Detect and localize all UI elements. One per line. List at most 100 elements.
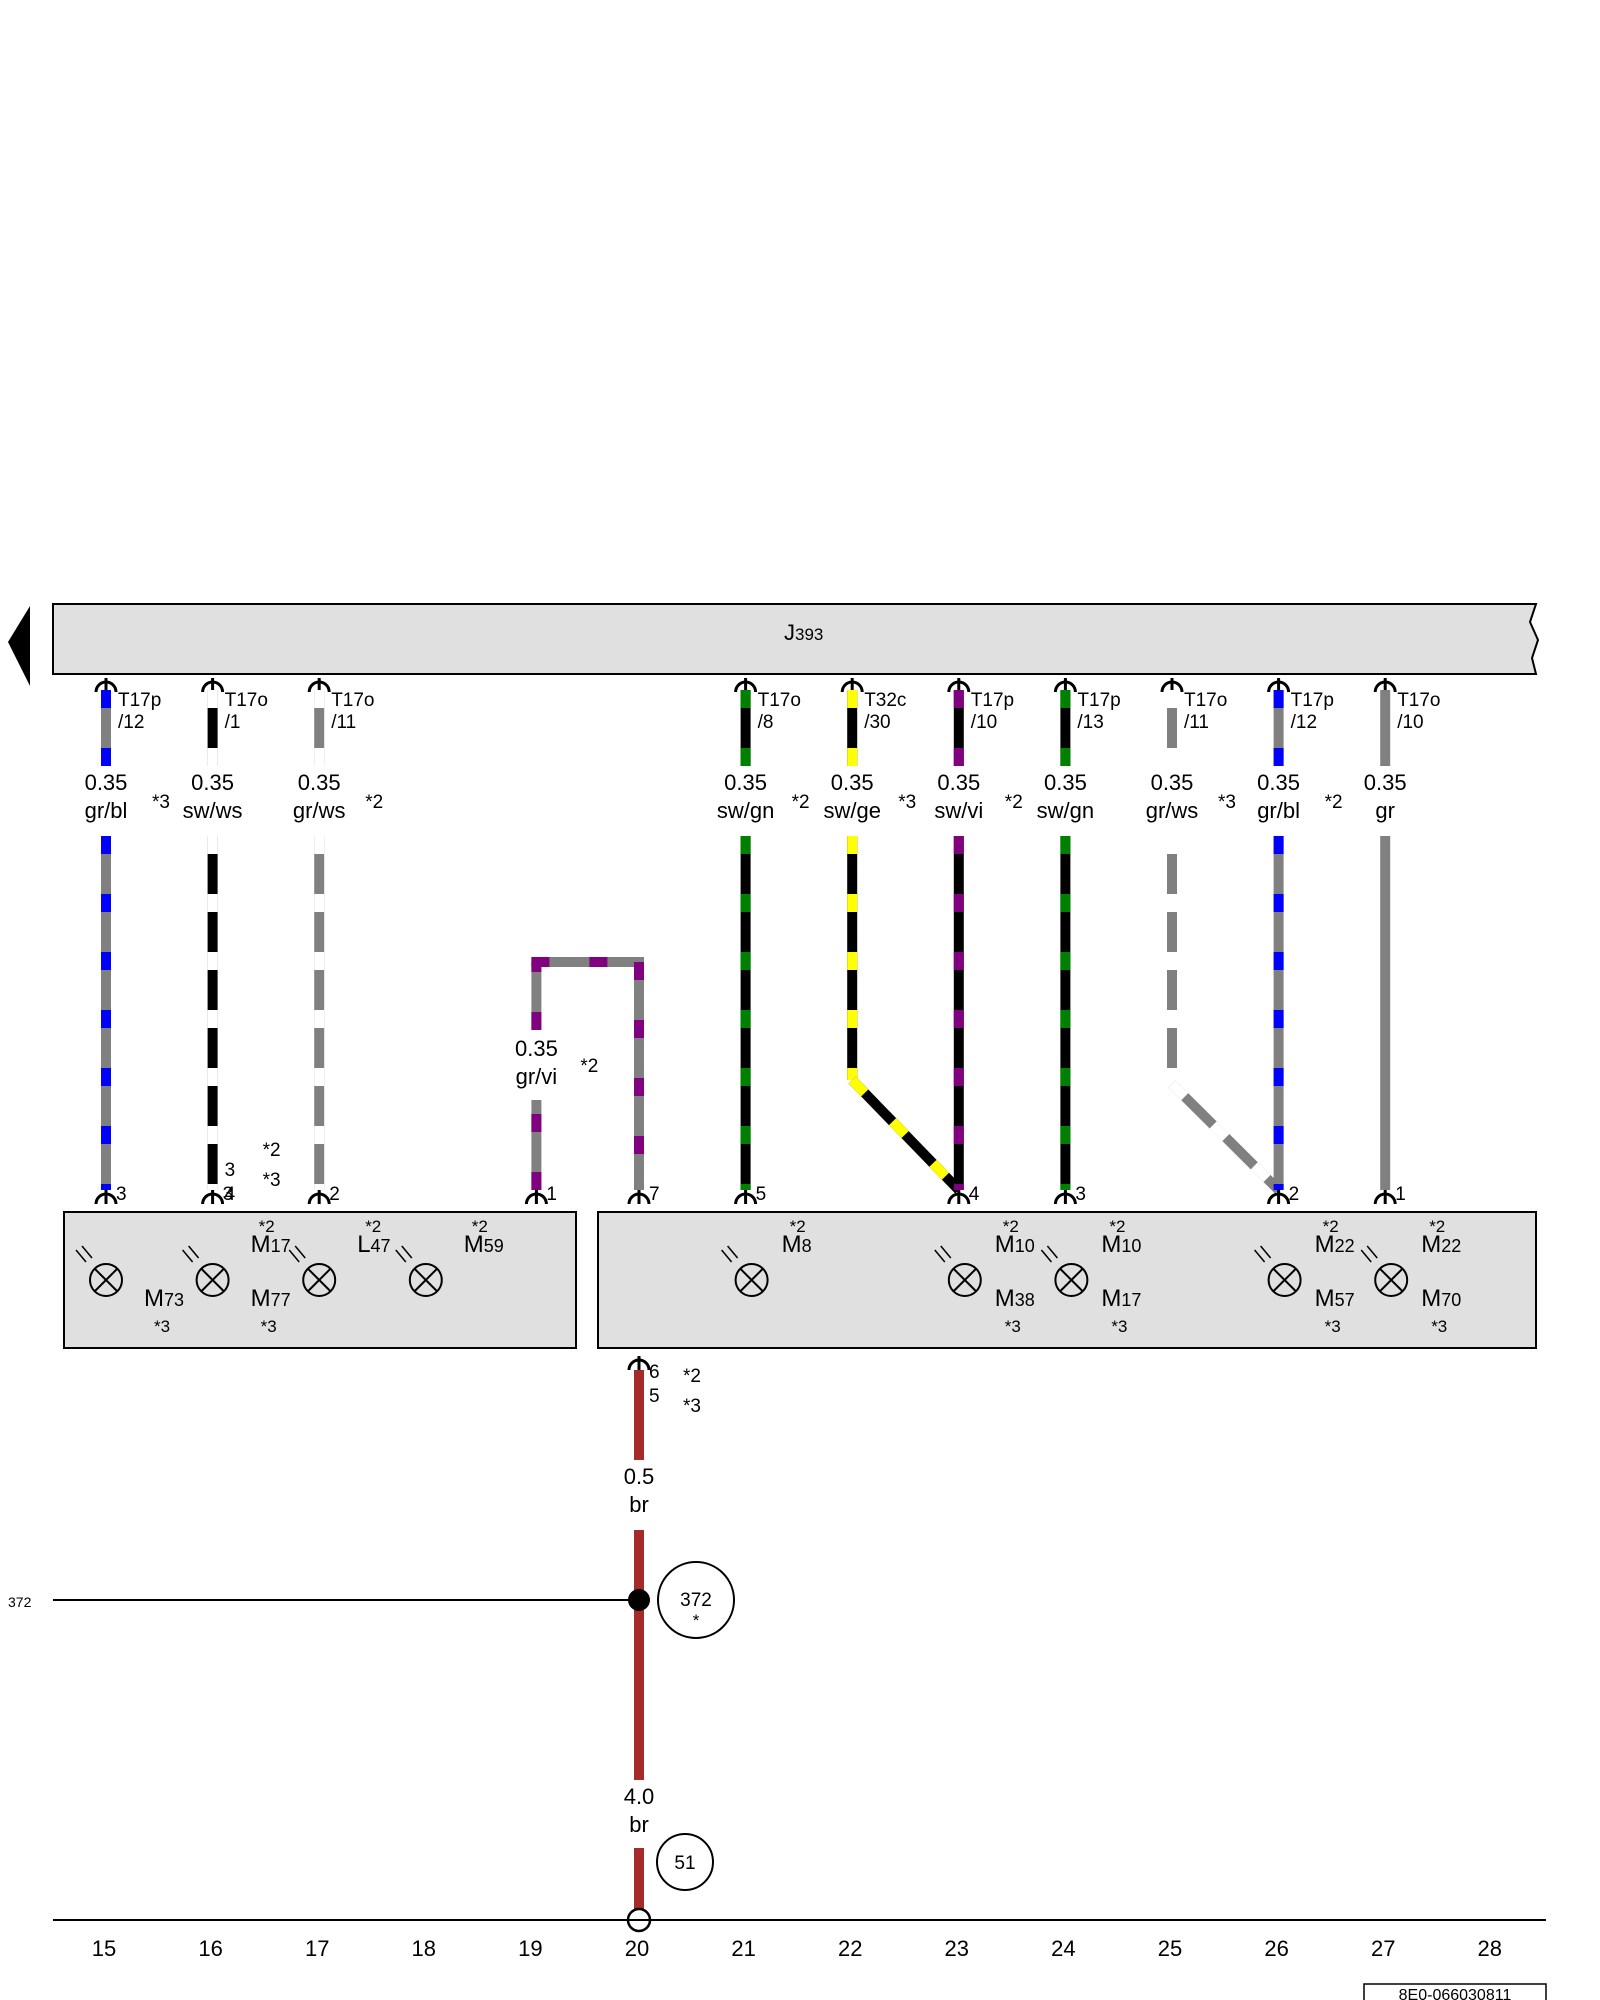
bulb-label: M22*2 (1421, 1217, 1461, 1258)
ground-pin-a: 6 (649, 1362, 660, 1383)
connector-icon (1053, 678, 1077, 693)
bulb-cross-b (1059, 1268, 1084, 1292)
wire-color-code: sw/vi (934, 798, 983, 823)
bulb-footnote-below: *3 (1005, 1317, 1021, 1336)
bulb-number: 8 (802, 1236, 812, 1256)
wire-size: 0.35 (298, 770, 341, 795)
column-number: 21 (731, 1936, 755, 1961)
column-number: 28 (1478, 1936, 1502, 1961)
connector-icon (307, 678, 331, 693)
bulb-number: 59 (484, 1236, 504, 1256)
bottom-pin: 1 (1395, 1184, 1406, 1205)
bulb-cross-b (739, 1268, 764, 1292)
bulb-designation: M10 (1101, 1231, 1141, 1258)
connector-id: T17o (225, 690, 268, 711)
bulb-ring (195, 1263, 230, 1297)
wire-color-code: sw/ws (183, 798, 243, 823)
control-unit-box (52, 603, 1540, 675)
bulb-number: 10 (1015, 1236, 1035, 1256)
connector-icon (627, 1356, 651, 1371)
column-number: 15 (92, 1936, 116, 1961)
bulb-letter: L (357, 1231, 370, 1258)
connector-icon (524, 1190, 548, 1205)
bulb-designation: M57 (1315, 1285, 1355, 1312)
bulb-ring (1374, 1263, 1409, 1297)
bulb-letter: M (251, 1285, 271, 1312)
bulb-footnote-above: *2 (365, 1217, 381, 1236)
bulb-letter: M (251, 1231, 271, 1258)
bulb-footnote-above: *2 (1003, 1217, 1019, 1236)
connector-icon (947, 678, 971, 693)
bottom-pin: 3 (116, 1184, 127, 1205)
left-reference: 372 (8, 1594, 32, 1610)
bulb-label: M17*2 (251, 1217, 291, 1258)
wire-size: 0.35 (831, 770, 874, 795)
connector-pin: /30 (864, 712, 890, 733)
wire-tracer (848, 1076, 963, 1194)
bulb-footnote-above: *2 (472, 1217, 488, 1236)
wires: T17p/120.35gr/bl*33T17o/10.35sw/ws334*2*… (85, 678, 1441, 1205)
bulb-ray-a (288, 1249, 300, 1263)
bulb-cross-b (414, 1268, 438, 1292)
bulb-designation: M38 (995, 1285, 1035, 1312)
column-number: 18 (412, 1936, 436, 1961)
bulb-icon (1040, 1245, 1089, 1297)
bulb-icon (395, 1245, 443, 1297)
bulb-cross-b (200, 1268, 225, 1292)
bulb-designation: M70 (1421, 1285, 1461, 1312)
column-number: 23 (945, 1936, 969, 1961)
bulb-letter: M (1315, 1285, 1335, 1312)
wire-size: 0.35 (937, 770, 980, 795)
connector-icon (1267, 1190, 1291, 1205)
bulb-number: 17 (1121, 1290, 1141, 1310)
connector-icon (307, 1190, 331, 1205)
bottom-footnote-b: *3 (263, 1170, 281, 1191)
bulb-ring (947, 1263, 982, 1297)
bulb-ray-a (721, 1249, 733, 1263)
control-unit-j393: J393 (8, 603, 1540, 686)
bulb-number: 22 (1441, 1236, 1461, 1256)
connector-icon (1373, 678, 1397, 693)
lamp-box-right (597, 1211, 1537, 1349)
bulb-footnote-below: *3 (1111, 1317, 1127, 1336)
wire-footnote: *3 (152, 792, 170, 813)
bottom-pin: 2 (1289, 1184, 1300, 1205)
column-number: 16 (198, 1936, 222, 1961)
bulb-ray-a (1040, 1249, 1052, 1263)
drawing-id-box: 8E0-066030811 (1363, 1983, 1547, 2000)
bulb-cross-b (1379, 1268, 1403, 1292)
column-number: 22 (838, 1936, 862, 1961)
junction-dot (628, 1589, 650, 1611)
bottom-footnote-a: *2 (263, 1140, 281, 1161)
loop-color-code: gr/vi (516, 1064, 558, 1089)
bulb-letter: M (1315, 1231, 1335, 1258)
bulb-ray-a (934, 1249, 946, 1263)
connector-icon (627, 1190, 651, 1205)
wire-color-code: sw/gn (1037, 798, 1094, 823)
bulb-ray-b (1366, 1245, 1378, 1259)
bulb-number: 38 (1015, 1290, 1035, 1310)
bulb-cross-b (307, 1268, 331, 1292)
connector-pin: /13 (1077, 712, 1103, 733)
bulb-cross-b (94, 1268, 118, 1292)
wire-tracer (1168, 1080, 1283, 1194)
wire-diagonal-segment (848, 1076, 963, 1194)
wire-color-code: gr (1375, 798, 1395, 823)
bulb-label: M38 *3 (995, 1285, 1035, 1336)
bulb-cross-b (953, 1268, 977, 1292)
bulb-footnote-below: *3 (261, 1317, 277, 1336)
bulb-ray-b (1046, 1245, 1058, 1259)
connector-pin: /10 (1397, 712, 1423, 733)
wire-size: 0.35 (1151, 770, 1194, 795)
bulb-designation: M22 (1421, 1231, 1461, 1258)
connector-icon (734, 1190, 758, 1205)
connector-id: T32c (864, 690, 906, 711)
bulb-ray-b (727, 1245, 739, 1259)
bulb-label: M22*2 (1315, 1217, 1355, 1258)
